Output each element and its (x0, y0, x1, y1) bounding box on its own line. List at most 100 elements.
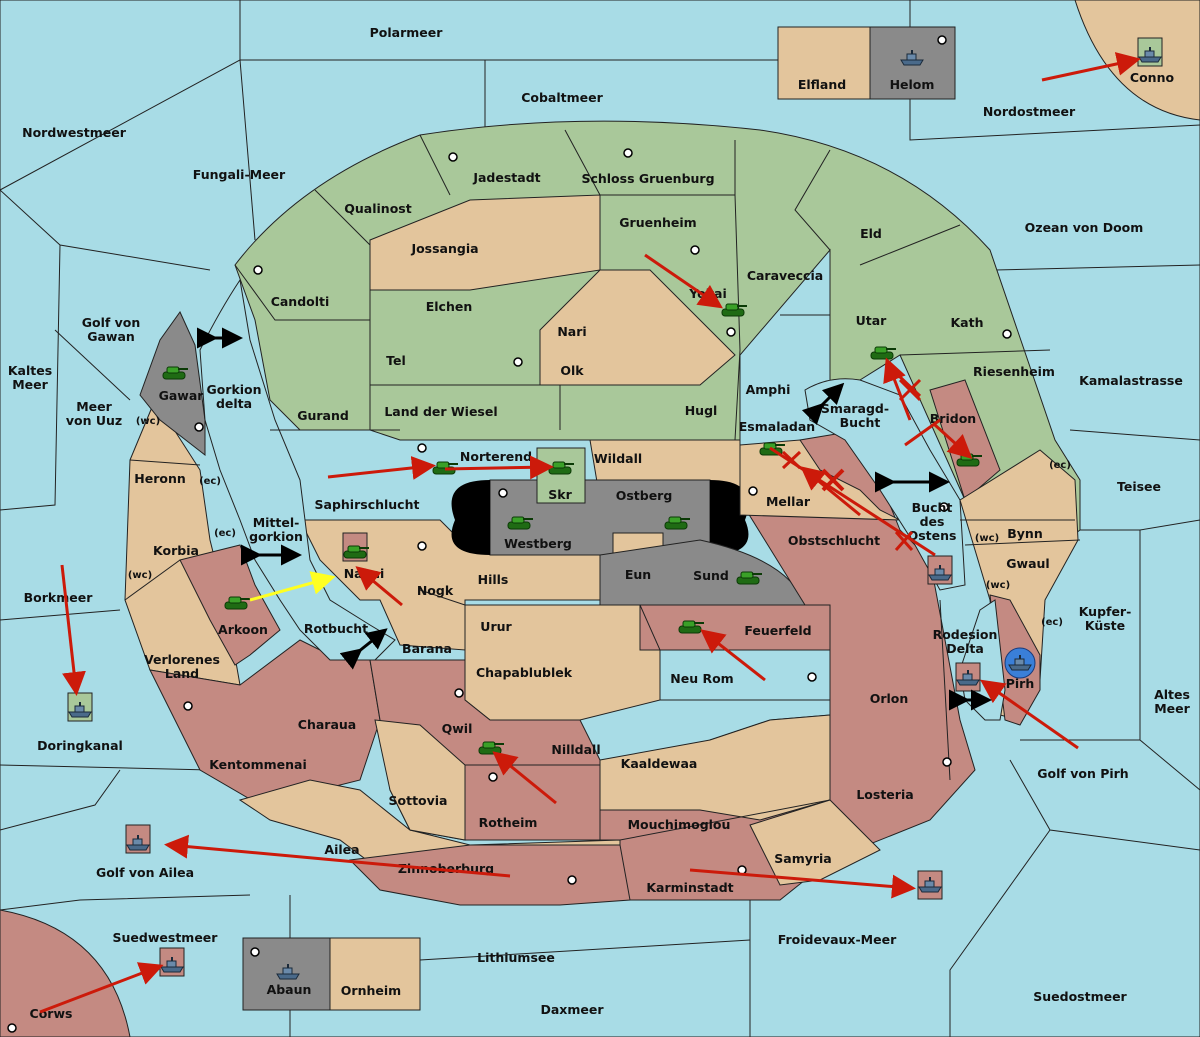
sea-kupfer-1: Kupfer- (1079, 604, 1132, 619)
land-bridon: Bridon (930, 411, 976, 426)
sea-meer-uuz-1: Meer (76, 399, 112, 414)
land-gwaul: Gwaul (1006, 556, 1049, 571)
land-ornheim: Ornheim (341, 983, 401, 998)
land-heronn: Heronn (134, 471, 186, 486)
army-icon (664, 516, 691, 530)
order-arrows (39, 52, 1141, 1014)
sea-teisee: Teisee (1117, 479, 1161, 494)
land-wildall: Wildall (594, 451, 642, 466)
land-helom: Helom (890, 77, 935, 92)
land-sund: Sund (693, 568, 729, 583)
land-riesenheim: Riesenheim (973, 364, 1055, 379)
land-hugl: Hugl (685, 403, 718, 418)
sea-borkmeer: Borkmeer (24, 590, 94, 605)
land-esmaladan: Esmaladan (739, 419, 815, 434)
land-abaun: Abaun (267, 982, 312, 997)
land-corws: Corws (30, 1006, 73, 1021)
land-verlorenes-1: Verlorenes (144, 652, 220, 667)
land-utar: Utar (856, 313, 888, 328)
land-schloss: Schloss Gruenburg (581, 171, 714, 186)
land-elchen: Elchen (426, 299, 473, 314)
coast-tag-gwaul-wc: (wc) (986, 580, 1010, 591)
land-bynn: Bynn (1007, 526, 1042, 541)
coast-tag-gwaul-ec: (ec) (1041, 617, 1063, 628)
land-eun: Eun (625, 567, 651, 582)
sea-golf-pirh: Golf von Pirh (1037, 766, 1128, 781)
sea-golf-ailea: Golf von Ailea (96, 865, 194, 880)
sea-bucht-ostens-1: Bucht (912, 500, 953, 515)
land-norterend: Norterend (460, 449, 532, 464)
land-arkoon: Arkoon (218, 622, 268, 637)
land-ailea: Ailea (324, 842, 359, 857)
land-nilldall: Nilldall (551, 742, 600, 757)
land-jadestadt: Jadestadt (472, 170, 540, 185)
region-borders (124, 129, 1081, 841)
land-korbia: Korbia (153, 543, 199, 558)
land-pirh: Pirh (1006, 676, 1035, 691)
land-charaua: Charaua (298, 717, 356, 732)
land-mellar: Mellar (766, 494, 811, 509)
land-ostberg: Ostberg (616, 488, 673, 503)
land-neu-rom: Neu Rom (670, 671, 733, 686)
army-icon (956, 453, 983, 467)
land-gawar: Gawar (159, 388, 205, 403)
army-icon (162, 366, 189, 380)
land-eld: Eld (860, 226, 882, 241)
land-caraveccia: Caraveccia (747, 268, 823, 283)
sea-smaragd-2: Bucht (840, 415, 881, 430)
land-hills: Hills (478, 572, 509, 587)
coast-tag-gawar: (wc) (136, 416, 160, 427)
sea-labels: Polarmeer Cobaltmeer Nordwestmeer Fungal… (8, 25, 1191, 1017)
sea-golf-gawan-1: Golf von (82, 315, 141, 330)
land-candolti: Candolti (271, 294, 330, 309)
land-gurand: Gurand (297, 408, 349, 423)
land-amphi: Amphi (746, 382, 791, 397)
coast-tags: (wc) (ec) (ec) (wc) (ec) (wc) (wc) (ec) (128, 416, 1071, 628)
sea-fungali: Fungali-Meer (193, 167, 286, 182)
land-gruenheim: Gruenheim (619, 215, 696, 230)
sea-nordostmeer: Nordostmeer (983, 104, 1076, 119)
land-conno: Conno (1130, 70, 1175, 85)
land-kath: Kath (951, 315, 984, 330)
sea-kaltes-meer-2: Meer (12, 377, 48, 392)
sea-rodesion-1: Rodesion (933, 627, 998, 642)
sea-golf-gawan-2: Gawan (87, 329, 135, 344)
units (67, 37, 1163, 980)
sea-cobaltmeer: Cobaltmeer (521, 90, 603, 105)
army-icon (736, 571, 763, 585)
sea-froidevaux: Froidevaux-Meer (778, 932, 897, 947)
sea-smaragd-1: Smaragd- (821, 401, 889, 416)
sea-rodesion-2: Delta (946, 641, 984, 656)
sea-polarmeer: Polarmeer (370, 25, 444, 40)
army-icon (721, 303, 748, 317)
land-kentommenai: Kentommenai (209, 757, 307, 772)
land-barana: Barana (402, 641, 452, 656)
coast-tag-bynn-wc: (wc) (975, 533, 999, 544)
sea-ozean-doom: Ozean von Doom (1025, 220, 1144, 235)
land-nogk: Nogk (417, 583, 454, 598)
army-icon (678, 620, 705, 634)
land-qwil: Qwil (442, 721, 473, 736)
sea-rotbucht: Rotbucht (304, 621, 368, 636)
land-urur: Urur (480, 619, 512, 634)
land-elfland: Elfland (798, 77, 846, 92)
land-samyria: Samyria (774, 851, 832, 866)
coast-tag-korbia-ec: (ec) (214, 528, 236, 539)
sea-gorkion-2: delta (216, 396, 252, 411)
land-orlon: Orlon (870, 691, 909, 706)
land-tel: Tel (386, 353, 406, 368)
land-jossangia: Jossangia (410, 241, 478, 256)
army-icon (548, 461, 575, 475)
army-icon (478, 741, 505, 755)
land-karminstadt: Karminstadt (646, 880, 733, 895)
coast-tag-korbia-wc: (wc) (128, 570, 152, 581)
land-rotheim: Rotheim (479, 815, 538, 830)
sea-suedostmeer: Suedostmeer (1033, 989, 1127, 1004)
land-nari: Nari (557, 324, 586, 339)
sea-mittelgorkion-2: gorkion (249, 529, 303, 544)
land-sottovia: Sottovia (389, 793, 448, 808)
sea-bucht-ostens-2: des (920, 514, 945, 529)
sea-daxmeer: Daxmeer (540, 1002, 604, 1017)
land-saphirschlucht: Saphirschlucht (315, 497, 420, 512)
